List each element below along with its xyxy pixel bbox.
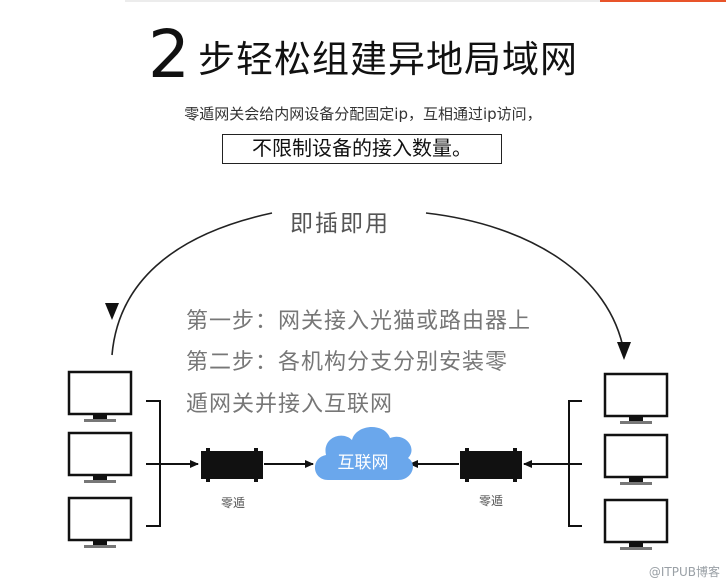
subtitle-line1: 零遁网关会给内网设备分配固定ip，互相通过ip访问， bbox=[184, 105, 542, 123]
cloud-icon bbox=[314, 426, 413, 480]
left-curve-arrow bbox=[111, 212, 273, 356]
right-curve-arrowhead bbox=[617, 342, 631, 360]
top-accent-bar bbox=[600, 0, 726, 2]
cloud-label: 互联网 bbox=[337, 453, 389, 473]
left-gateway-label: 零遁 bbox=[221, 496, 246, 510]
title-number: 2 bbox=[148, 16, 190, 93]
step-line-2: 第二步：各机构分支分别安装零 bbox=[186, 350, 509, 375]
plug-and-play-label: 即插即用 bbox=[290, 211, 390, 237]
right-curve-arrow bbox=[425, 212, 625, 353]
watermark: @ITPUB博客 bbox=[648, 565, 720, 579]
left-monitor-3 bbox=[67, 496, 133, 548]
right-monitor-3 bbox=[603, 498, 669, 550]
top-divider bbox=[125, 0, 600, 2]
right-monitor-1 bbox=[603, 372, 669, 424]
title-text: 步轻松组建异地局域网 bbox=[198, 38, 578, 81]
step-line-3: 遁网关并接入互联网 bbox=[186, 392, 394, 417]
left-gateway-device bbox=[201, 448, 263, 482]
left-monitor-2 bbox=[67, 431, 133, 483]
step-line-1: 第一步：网关接入光猫或路由器上 bbox=[186, 309, 532, 334]
right-monitor-2 bbox=[603, 433, 669, 485]
left-monitor-1 bbox=[67, 370, 133, 422]
right-gateway-label: 零遁 bbox=[479, 494, 504, 508]
subtitle-highlight-box: 不限制设备的接入数量。 bbox=[222, 134, 502, 164]
left-curve-arrowhead bbox=[105, 303, 119, 320]
right-gateway-device bbox=[460, 448, 522, 482]
page-title: 2 步轻松组建异地局域网 bbox=[148, 18, 578, 88]
